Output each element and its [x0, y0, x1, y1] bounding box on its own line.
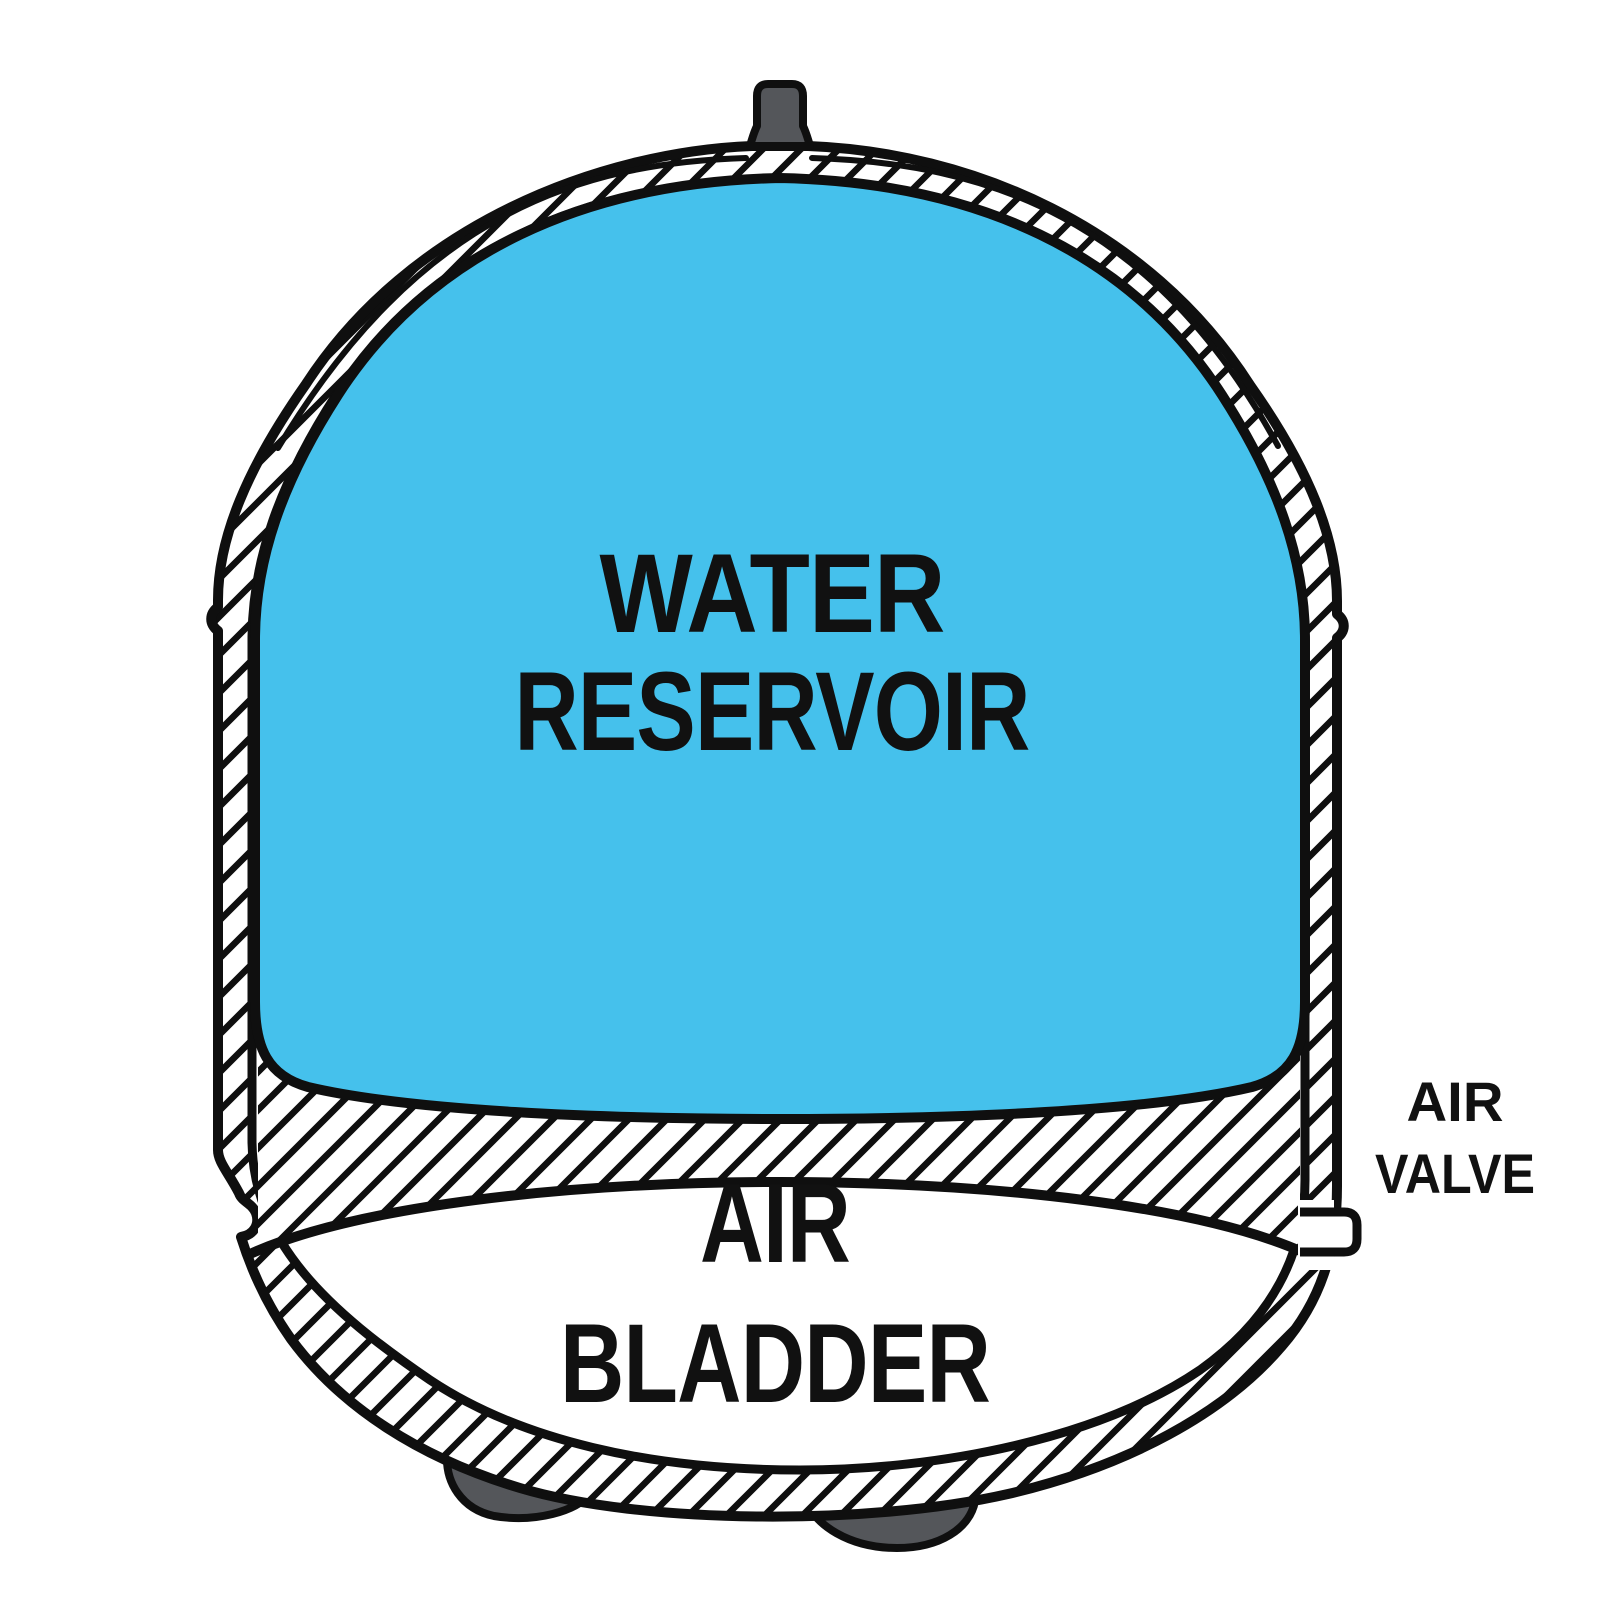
water-reservoir-label-line1: WATER	[600, 531, 945, 656]
air-bladder-label-line2: BLADDER	[560, 1301, 990, 1426]
dome-seam-left	[275, 155, 749, 451]
air-valve-label-line1: AIR	[1407, 1070, 1504, 1133]
air-bladder-label-line1: AIR	[700, 1161, 850, 1286]
water-reservoir-region	[250, 173, 1310, 1124]
water-reservoir-label-line2: RESERVOIR	[515, 649, 1030, 774]
dome-seam-right	[809, 155, 1281, 449]
air-valve-stem	[1300, 1207, 1362, 1257]
air-bladder-membrane-line	[245, 1177, 1312, 1259]
air-valve-label-line2: VALVE	[1375, 1142, 1535, 1205]
top-port-fitting	[746, 80, 814, 150]
